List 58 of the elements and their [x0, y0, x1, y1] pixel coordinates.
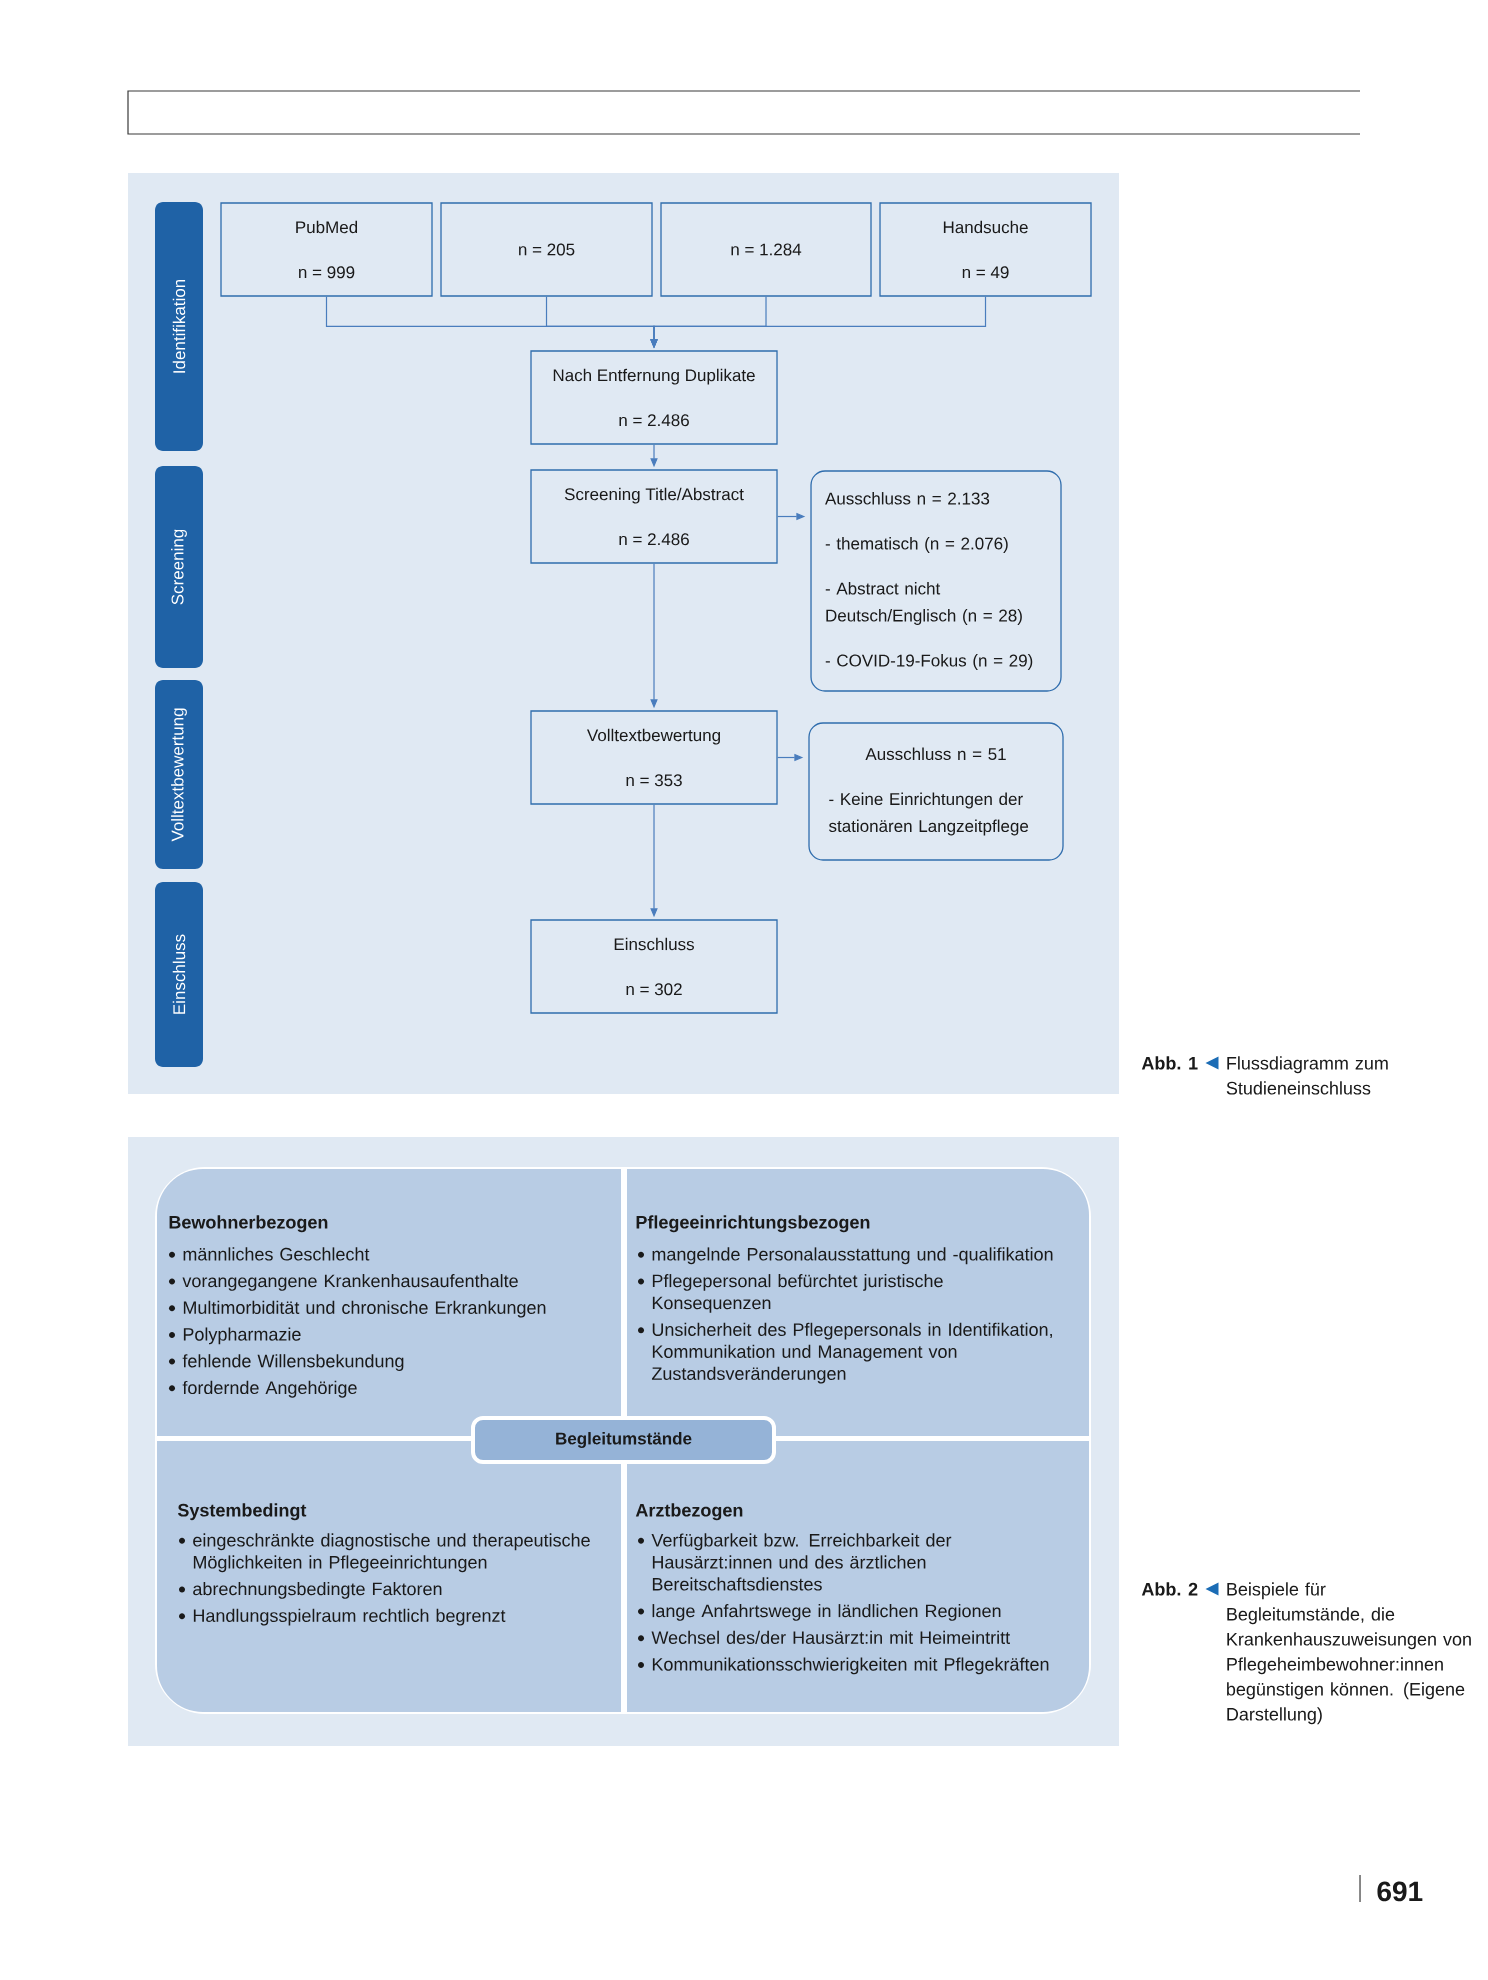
exclusion-reason: - thematisch (n = 2.076) — [825, 537, 1008, 553]
list-item: vorangegangene Krankenhausaufenthalte — [182, 1274, 518, 1291]
process-box — [879, 202, 1092, 297]
list-item: mangelnde Personalausstattung und -qualifikation — [652, 1247, 1053, 1265]
figure-number: Abb. 2 — [1141, 1582, 1198, 1596]
box-title: Handsuche — [943, 220, 1028, 234]
box-title: Einschluss — [614, 937, 694, 951]
list-item: Handlungsspielraum rechtlich begrenzt — [193, 1608, 506, 1626]
list-item: Multimorbidität und chronische Erkrankungen — [183, 1300, 546, 1318]
list-item: Wechsel des/der Hausärzt:in mit Heimeintritt — [651, 1630, 1010, 1644]
caption-text: Flussdiagramm zum Studieneinschluss — [1226, 1056, 1388, 1095]
list-item: Polypharmazie — [183, 1327, 301, 1345]
list-item: Pflegepersonal befürchtet juristische Konsequenzen — [652, 1274, 943, 1313]
central-box: Begleitumstände — [471, 1416, 776, 1464]
category-heading: Bewohnerbezogen — [169, 1215, 328, 1233]
process-box — [530, 350, 778, 445]
list-item: fehlende Willensbekundung — [182, 1354, 404, 1371]
count-label: n = 1.284 — [731, 243, 802, 256]
phase-tab: Einschluss — [155, 882, 203, 1067]
process-box — [530, 469, 778, 564]
process-box — [530, 919, 778, 1014]
list-item: Kommunikationsschwierigkeiten mit Pflegekräften — [652, 1657, 1049, 1675]
list-item: lange Anfahrtswege in ländlichen Regionen — [652, 1604, 1001, 1621]
phase-tab: Screening — [155, 466, 203, 668]
box-title: PubMed — [296, 220, 358, 234]
box-title: Volltextbewertung — [586, 728, 720, 745]
count-label: n = 49 — [962, 266, 1009, 279]
list-item: männliches Geschlecht — [183, 1247, 370, 1261]
caption-text: Beispiele für Begleitumstände, die Krankenhauszuweisungen von Pflegeheimbewohner:innen begünstigen können. (Eigene Darstellung) — [1227, 1582, 1471, 1725]
list-item: abrechnungsbedingte Faktoren — [193, 1582, 442, 1599]
exclusion-box — [810, 470, 1062, 692]
count-label: n = 999 — [299, 266, 355, 279]
process-box — [530, 710, 778, 805]
list-item: fordernde Angehörige — [182, 1380, 357, 1398]
count-label: n = 2.486 — [619, 533, 689, 546]
figure-number: Abb. 1 — [1141, 1056, 1198, 1070]
process-box — [440, 202, 653, 297]
count-label: n = 2.486 — [619, 414, 689, 427]
page-number: 691 — [1377, 1881, 1423, 1902]
category-heading: Arztbezogen — [635, 1503, 743, 1521]
phase-tab: Identifikation — [155, 202, 203, 451]
category-heading: Systembedingt — [177, 1503, 307, 1521]
count-label: n = 205 — [519, 243, 575, 256]
phase-tab: Volltextbewertung — [155, 680, 203, 869]
exclusion-reason: - Keine Einrichtungen der stationären Langzeitpflege — [829, 792, 1029, 836]
process-box — [660, 202, 872, 297]
exclusion-heading: Ausschluss n = 2.133 — [825, 492, 990, 505]
count-label: n = 302 — [626, 983, 682, 996]
process-box — [220, 202, 433, 297]
box-title: Screening Title/Abstract — [564, 487, 744, 504]
exclusion-reason: - Abstract nicht Deutsch/Englisch (n = 28) — [825, 582, 1022, 625]
count-label: n = 353 — [626, 774, 682, 787]
exclusion-heading: Ausschluss n = 51 — [865, 747, 1006, 761]
category-heading: Pflegeeinrichtungsbezogen — [636, 1215, 870, 1233]
list-item: Unsicherheit des Pflegepersonals in Identifikation, Kommunikation und Management von Zustandsveränderungen — [651, 1322, 1052, 1384]
box-title: Nach Entfernung Duplikate — [553, 368, 755, 385]
exclusion-box — [808, 722, 1064, 861]
exclusion-reason: - COVID-19-Fokus (n = 29) — [825, 654, 1033, 670]
